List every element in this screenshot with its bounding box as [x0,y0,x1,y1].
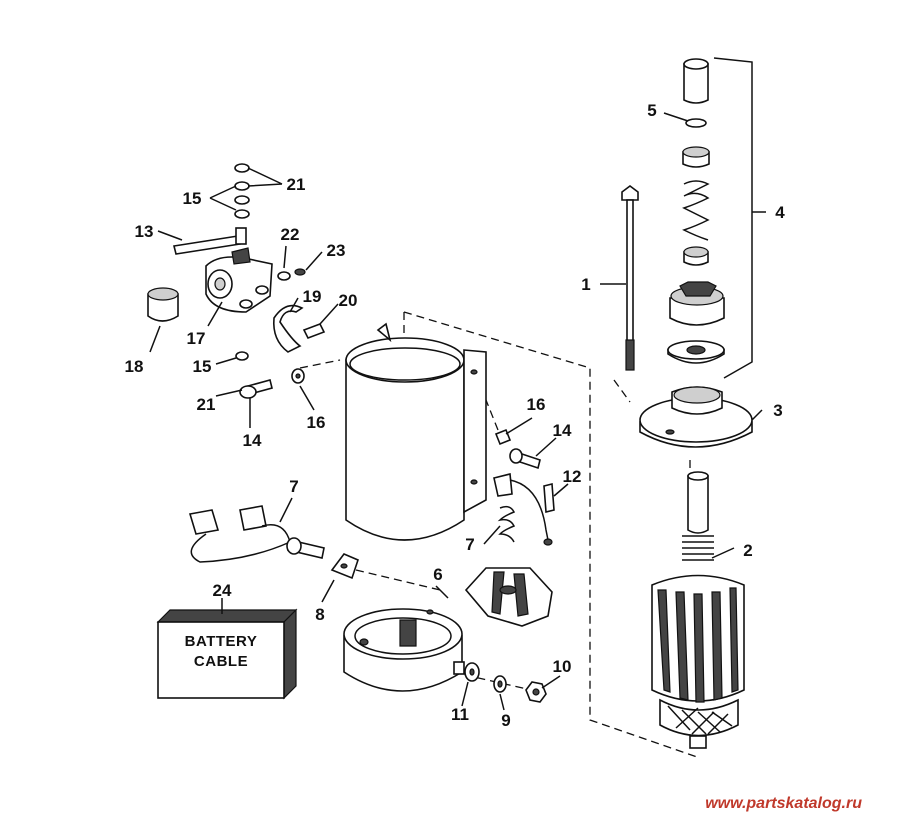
callout-23: 23 [327,241,346,260]
solenoid-assembly [173,163,306,313]
callout-22: 22 [281,225,300,244]
callout-20: 20 [339,291,358,310]
callout-9: 9 [501,711,510,730]
callout-5: 5 [647,101,656,120]
brush-plate-and-bracket [330,553,553,627]
watermark-text: www.partskatalog.ru [705,795,862,812]
brush-leads [188,505,325,563]
commutator-end-head [343,608,465,692]
motor-frame [345,322,487,541]
battery-label-line2: CABLE [194,653,248,670]
callout-14-left: 14 [243,431,262,450]
callout-12: 12 [563,467,582,486]
callout-16-right: 16 [527,395,546,414]
bracket-4 [713,57,753,379]
callout-7-left: 7 [289,477,298,496]
callout-10: 10 [553,657,572,676]
callout-1: 1 [581,275,590,294]
battery-cable-box: BATTERY CABLE [156,608,298,700]
callout-17: 17 [187,329,206,348]
callout-15-bottom: 15 [193,357,212,376]
brush-parts-right [493,428,555,546]
callout-13: 13 [135,222,154,241]
drive-pinion-stack [667,58,725,364]
callout-21-bottom: 21 [197,395,216,414]
callout-4: 4 [775,203,785,222]
small-parts-left [147,287,326,399]
washers-and-nut [464,662,547,703]
callout-15-top: 15 [183,189,202,208]
callout-7-right: 7 [465,535,474,554]
callout-6: 6 [433,565,442,584]
callout-16-left: 16 [307,413,326,432]
battery-label-line1: BATTERY [185,633,258,650]
through-bolt [621,185,639,371]
armature [651,471,745,749]
callout-14-right: 14 [553,421,572,440]
callout-19: 19 [303,287,322,306]
callout-2: 2 [743,541,752,560]
callout-24: 24 [213,581,232,600]
callout-3: 3 [773,401,782,420]
callout-18: 18 [125,357,144,376]
callout-21-top: 21 [287,175,306,194]
callout-8: 8 [315,605,324,624]
drive-end-cap [639,386,753,448]
callout-11: 11 [451,705,469,724]
leader-lines [149,112,766,711]
callouts: 1 2 3 4 5 6 7 7 8 9 10 11 12 13 14 14 14… [125,101,786,730]
